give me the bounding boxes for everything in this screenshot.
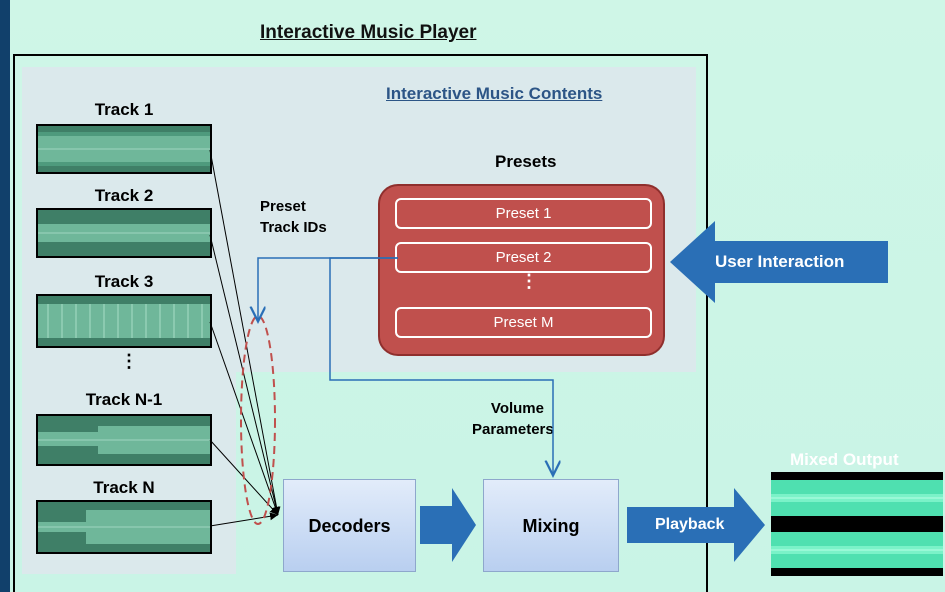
- waveform-icon: [38, 224, 210, 242]
- preset-track-ids-label: Preset Track IDs: [260, 196, 327, 238]
- preset-item-m[interactable]: Preset M: [395, 307, 652, 338]
- mixed-output-waveform: [771, 472, 943, 576]
- decoders-box: Decoders: [283, 479, 416, 572]
- track-waveform-n-1: [36, 414, 212, 466]
- diagram-title: Interactive Music Player: [260, 22, 477, 43]
- track-label-1: Track 1: [94, 100, 154, 119]
- preset-item-2[interactable]: Preset 2: [395, 242, 652, 273]
- track-label-n-1: Track N-1: [85, 390, 163, 409]
- user-interaction-label: User Interaction: [715, 252, 845, 271]
- preset-item-1[interactable]: Preset 1: [395, 198, 652, 229]
- track-waveform-n: [36, 500, 212, 554]
- mixing-box: Mixing: [483, 479, 619, 572]
- presets-title: Presets: [495, 152, 557, 171]
- preset-track-ids-line-2: Track IDs: [260, 219, 327, 236]
- waveform-icon: [38, 426, 210, 454]
- contents-title: Interactive Music Contents: [386, 84, 603, 103]
- waveform-icon: [771, 480, 943, 568]
- waveform-icon: [38, 304, 210, 338]
- preset-to-tracks-connector: [258, 257, 398, 320]
- volume-parameters-line-1: Volume: [490, 400, 544, 417]
- waveform-icon: [38, 510, 210, 544]
- user-interaction-arrow-icon: [670, 221, 888, 303]
- track-label-n: Track N: [93, 478, 155, 497]
- track-waveform-1: [36, 124, 212, 174]
- preset-to-mixing-connector: [329, 257, 553, 474]
- track-waveform-3: [36, 294, 212, 348]
- preset-track-ids-line-1: Preset: [260, 198, 306, 215]
- track-label-3: Track 3: [94, 272, 154, 291]
- volume-parameters-label: Volume Parameters: [472, 398, 554, 440]
- track-waveform-2: [36, 208, 212, 258]
- track-label-2: Track 2: [94, 186, 154, 205]
- player-frame: [13, 54, 708, 592]
- mixed-output-label: Mixed Output: [790, 450, 899, 469]
- selection-ellipse: [240, 315, 276, 525]
- left-edge-bar: [0, 0, 10, 592]
- track-to-decoder-lines: [209, 149, 281, 527]
- waveform-icon: [38, 132, 210, 166]
- volume-parameters-line-2: Parameters: [472, 421, 554, 438]
- playback-arrow-icon: [627, 488, 765, 562]
- playback-label: Playback: [655, 516, 725, 533]
- decoders-to-mixing-arrow-icon: [420, 488, 476, 562]
